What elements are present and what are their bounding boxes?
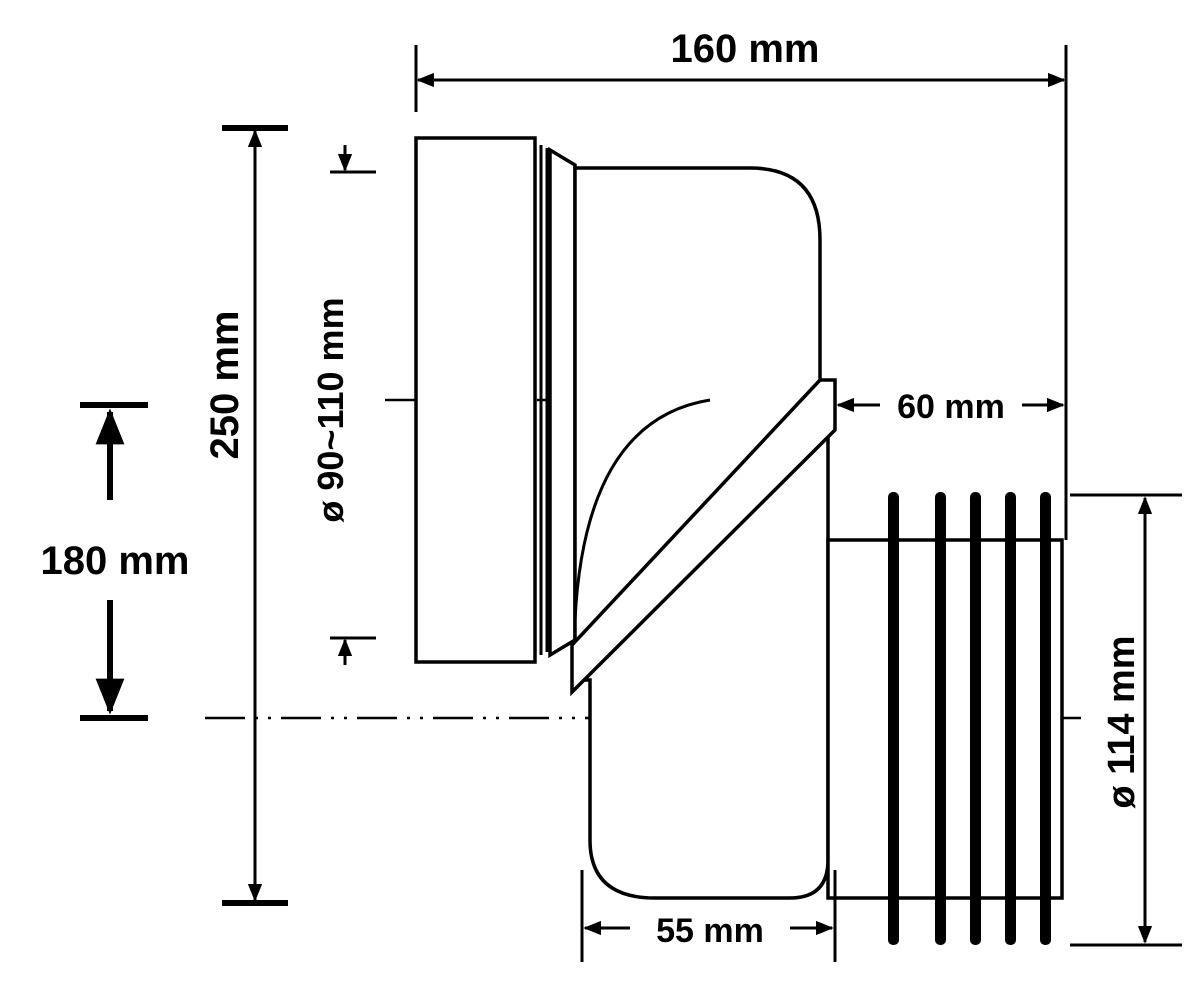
label-outlet-diameter: ø 114 mm: [1101, 635, 1143, 808]
dimension-outlet-height: 180 mm: [41, 402, 190, 721]
label-outlet-height: 180 mm: [41, 539, 190, 583]
label-overall-height: 250 mm: [203, 311, 247, 460]
dimension-offset: 60 mm: [836, 388, 1065, 426]
outlet-pipe: [826, 492, 1064, 945]
label-inlet-diameter: ø 90~110 mm: [310, 297, 351, 522]
dimension-inlet-diameter: ø 90~110 mm: [310, 145, 376, 665]
inlet-socket: [414, 136, 577, 664]
label-body-width: 55 mm: [656, 912, 764, 950]
dimension-body-width: 55 mm: [580, 870, 837, 962]
dimension-outlet-diameter: ø 114 mm: [1070, 493, 1182, 947]
dimension-overall-width: 160 mm: [414, 27, 1068, 540]
diagonal-seal-band: [570, 378, 837, 697]
label-offset: 60 mm: [897, 388, 1005, 426]
dimension-overall-height: 250 mm: [203, 125, 288, 906]
label-overall-width: 160 mm: [671, 27, 820, 71]
